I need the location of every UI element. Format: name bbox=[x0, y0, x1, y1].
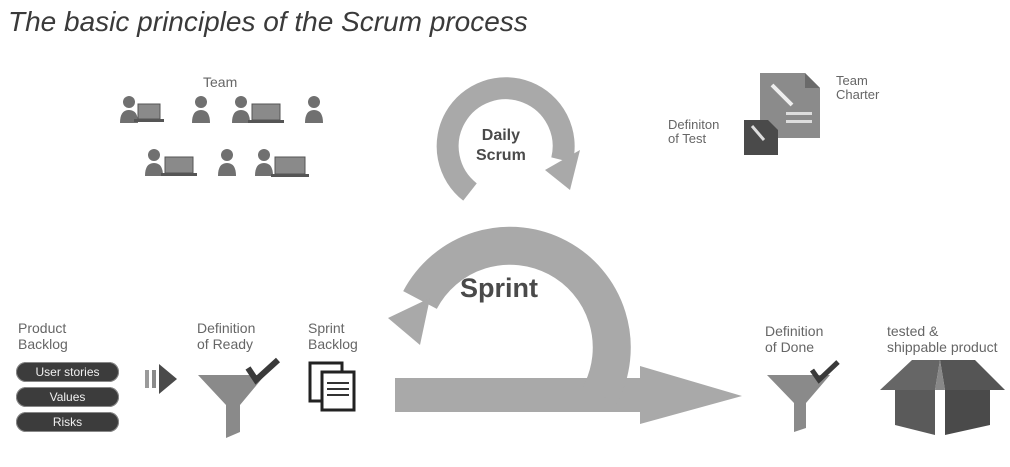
main-flow-arrow bbox=[395, 366, 742, 424]
shippable-label: tested & shippable product bbox=[887, 323, 998, 355]
diagram-title: The basic principles of the Scrum proces… bbox=[8, 6, 528, 37]
definition-of-ready-funnel-icon bbox=[198, 357, 281, 438]
team-member-icon bbox=[120, 96, 164, 123]
team-member-icon bbox=[255, 149, 309, 177]
team-member-icon bbox=[305, 96, 323, 123]
definition-of-test-label: Definiton of Test bbox=[668, 117, 720, 146]
team-label: Team bbox=[203, 74, 238, 90]
shippable-box-icon bbox=[880, 360, 1005, 435]
definition-of-done-funnel-icon bbox=[767, 360, 840, 432]
team-member-icon bbox=[145, 149, 197, 176]
definition-of-done-label: Definition of Done bbox=[765, 323, 824, 355]
definition-of-ready-label: Definition of Ready bbox=[197, 320, 256, 352]
sprint-label: Sprint bbox=[460, 273, 538, 303]
daily-scrum-arrowhead bbox=[545, 150, 580, 190]
team-member-icon bbox=[192, 96, 210, 123]
sprint-backlog-icon bbox=[308, 361, 356, 412]
backlog-item-values: Values bbox=[16, 387, 119, 407]
sprint-backlog-label: Sprint Backlog bbox=[308, 320, 358, 352]
team-icons bbox=[120, 96, 323, 177]
definition-of-test-icon bbox=[744, 120, 778, 155]
product-backlog-label: Product Backlog bbox=[18, 320, 68, 352]
team-charter-icon bbox=[760, 73, 820, 138]
team-member-icon bbox=[218, 149, 236, 176]
backlog-item-risks: Risks bbox=[16, 412, 119, 432]
team-member-icon bbox=[232, 96, 284, 123]
daily-scrum-label: Daily Scrum bbox=[476, 127, 526, 164]
backlog-item-user-stories: User stories bbox=[16, 362, 119, 382]
sprint-loop-arrow bbox=[403, 226, 631, 404]
sprint-loop-arrowhead bbox=[388, 298, 430, 345]
backlog-to-ready-arrow bbox=[145, 364, 177, 394]
daily-scrum-loop-arrow bbox=[436, 77, 575, 201]
team-charter-label: Team Charter bbox=[836, 73, 880, 102]
